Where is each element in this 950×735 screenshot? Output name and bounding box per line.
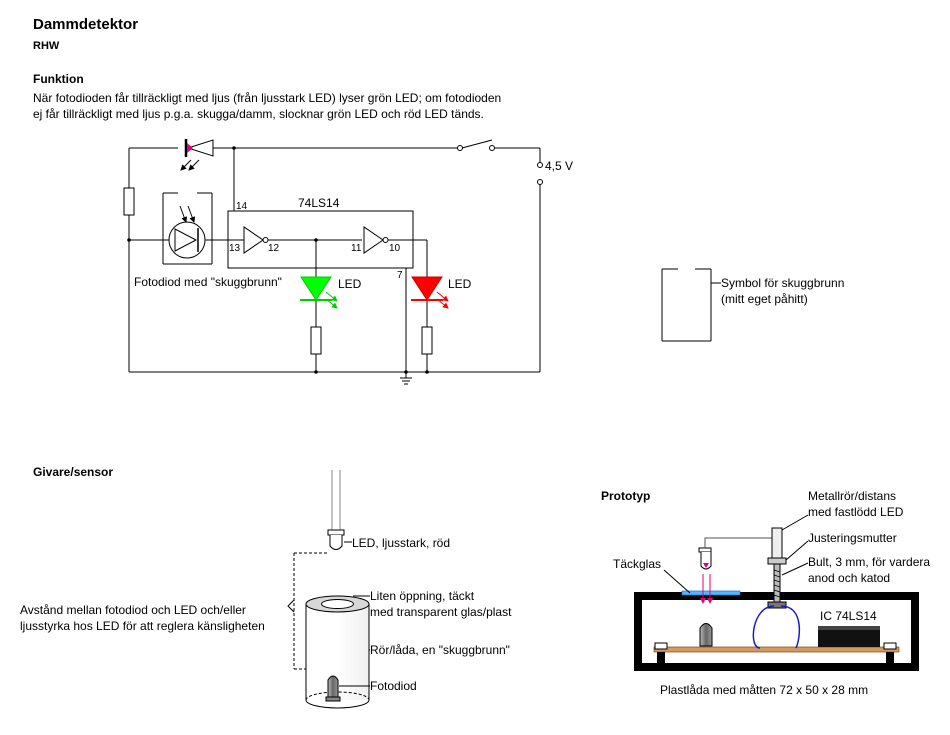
sensor-led-icon: [327, 470, 352, 550]
function-line-2: ej får tillräckligt med ljus p.g.a. skug…: [33, 107, 484, 121]
function-heading: Funktion: [33, 72, 84, 86]
pin-14-label: 14: [236, 201, 248, 212]
resistor-red: [421, 326, 433, 355]
pcb-icon: [653, 642, 900, 665]
author: RHW: [33, 40, 60, 52]
distance-label-2: ljusstyrka hos LED för att reglera känsl…: [20, 619, 265, 633]
opening-label-2: med transparent glas/plast: [370, 605, 512, 619]
blue-wire-right: [780, 605, 801, 649]
red-led-label: LED: [448, 277, 472, 291]
switch-contact-right: [489, 145, 495, 151]
pin-11-label: 11: [351, 243, 362, 254]
prototype-heading: Prototyp: [601, 489, 650, 503]
inverter-1-icon: [243, 226, 269, 254]
junction-dots: [127, 146, 429, 374]
metal-label-2: med fastlödd LED: [808, 505, 904, 519]
tube-label: Rör/låda, en "skuggbrunn": [370, 643, 510, 657]
resistor-left: [123, 187, 135, 216]
prototype-pointers: [663, 514, 809, 594]
led-wire: [704, 537, 775, 548]
page-title: Dammdetektor: [33, 16, 139, 33]
symbol-label-2: (mitt eget påhitt): [721, 292, 808, 306]
blue-wire-left: [752, 605, 775, 649]
green-led-icon: [300, 276, 338, 309]
shadow-well-tube-icon: [305, 595, 370, 709]
distance-label-1: Avstånd mellan fotodiod och LED och/elle…: [20, 603, 246, 617]
sensor-led-label: LED, ljusstark, röd: [352, 536, 450, 550]
resistor-green: [310, 326, 322, 355]
photodiode-icon: [162, 192, 213, 265]
opening-label-1: Liten öppning, täckt: [370, 589, 475, 603]
photodiode-label: Fotodiod med "skuggbrunn": [134, 275, 282, 289]
ic-name-label: 74LS14: [298, 196, 340, 210]
pin-13-label: 13: [229, 243, 241, 254]
bolt-label-1: Bult, 3 mm, för vardera: [808, 555, 930, 569]
function-line-1: När fotodioden får tillräckligt med ljus…: [33, 91, 502, 105]
supply-terminal-minus: [537, 179, 543, 185]
emitter-led-icon: [180, 139, 214, 171]
bolt-label-2: anod och katod: [808, 571, 890, 585]
well-symbol-icon: [661, 268, 721, 342]
pin-7-label: 7: [397, 270, 403, 281]
ic-chip-icon: [818, 626, 880, 647]
prototype-photodiode-icon: [699, 623, 713, 647]
sensor-photodiode-label: Fotodiod: [370, 679, 417, 693]
symbol-label-1: Symbol för skuggbrunn: [721, 276, 844, 290]
pin-12-label: 12: [268, 243, 280, 254]
supply-terminal-plus: [537, 162, 543, 168]
nut-label: Justeringsmutter: [808, 531, 897, 545]
switch-contact-left: [457, 145, 463, 151]
ground-icon: [400, 377, 412, 385]
sensor-heading: Givare/sensor: [33, 465, 113, 479]
green-led-label: LED: [338, 277, 362, 291]
pin-10-label: 10: [389, 243, 401, 254]
schematic: [128, 139, 541, 378]
prototype-led-icon: [698, 547, 713, 604]
red-led-icon: [411, 276, 449, 309]
bracket-brace: [287, 599, 295, 613]
cover-glass-label: Täckglas: [613, 557, 661, 571]
ic-chip-label: IC 74LS14: [820, 609, 877, 623]
metal-standoff-icon: [767, 527, 787, 609]
inverter-2-icon: [363, 226, 389, 254]
supply-label: 4,5 V: [545, 159, 573, 173]
metal-label-1: Metallrör/distans: [808, 489, 896, 503]
box-label: Plastlåda med måtten 72 x 50 x 28 mm: [660, 683, 868, 697]
